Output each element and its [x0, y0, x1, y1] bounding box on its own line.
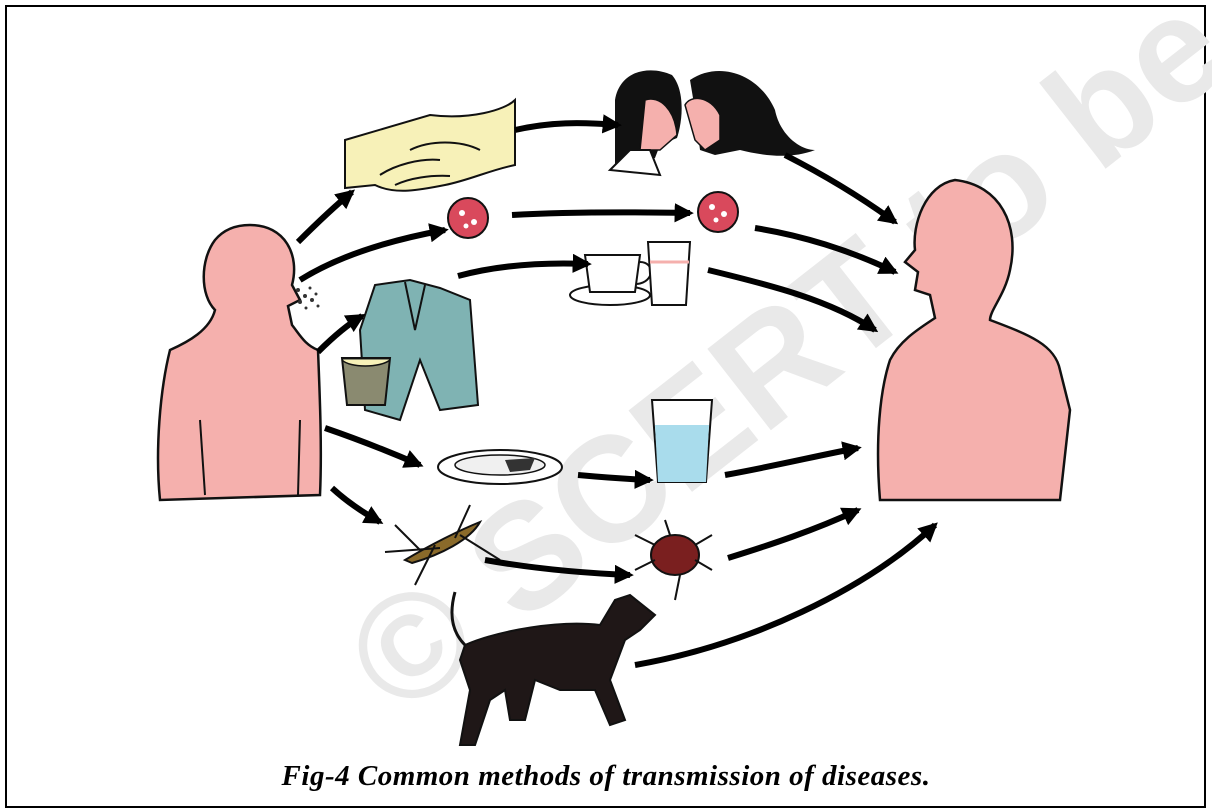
tick-icon [635, 520, 712, 600]
mosquito-icon [385, 505, 500, 585]
arrow-couple-to-person [785, 155, 895, 222]
arrow-microbe-to-microbe [512, 212, 690, 215]
arrow-cup-to-person [708, 270, 875, 330]
arrow-clothes-to-cup [458, 264, 588, 277]
arrow-person-to-clothes [318, 316, 362, 352]
arrow-plate-to-glass [578, 475, 650, 480]
microbe-icon [448, 198, 488, 238]
dog-icon [452, 592, 655, 745]
drinking-vessel-icon [342, 358, 390, 405]
healthy-person-icon [878, 180, 1070, 500]
arrow-mosquito-to-tick [485, 560, 630, 575]
arrow-person-to-mosquito [332, 488, 380, 522]
arrow-tick-to-person [728, 510, 858, 558]
arrow-person-to-handshake [298, 192, 352, 242]
kissing-couple-icon [610, 70, 815, 175]
food-plate-icon [438, 450, 562, 484]
figure-caption: Fig-4 Common methods of transmission of … [0, 760, 1212, 793]
arrow-glass-to-person [725, 448, 858, 475]
arrow-microbe-to-person [755, 228, 895, 272]
handshake-icon [345, 100, 515, 191]
infected-person-icon [158, 225, 321, 500]
water-glass-icon [652, 400, 712, 482]
arrow-person-to-microbe [300, 230, 445, 280]
cup-and-glass-icon [570, 242, 690, 305]
arrow-person-to-plate [325, 428, 420, 465]
microbe-icon [698, 192, 738, 232]
arrow-handshake-to-couple [515, 123, 618, 130]
